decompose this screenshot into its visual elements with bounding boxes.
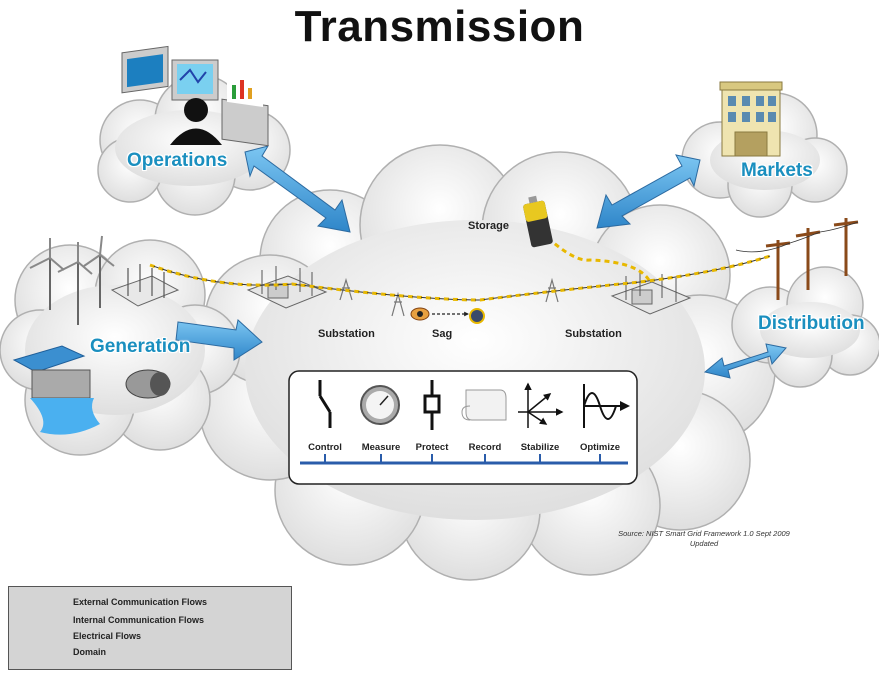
markets-building-icon <box>719 81 783 157</box>
operations-arrow <box>244 145 351 233</box>
sag-sensor-icon <box>410 307 485 324</box>
function-label-optimize: Optimize <box>579 442 621 453</box>
record-scroll-icon <box>461 389 507 421</box>
function-label-measure: Measure <box>361 442 401 453</box>
storage-label: Storage <box>468 220 509 232</box>
source-note: Source: NIST Smart Grid Framework 1.0 Se… <box>584 529 824 549</box>
turbine-generator-icon <box>125 369 171 399</box>
hydro-dam-icon <box>12 345 100 435</box>
control-switch-icon <box>318 380 332 428</box>
source-line-1: Source: NIST Smart Grid Framework 1.0 Se… <box>618 529 790 538</box>
function-label-record: Record <box>468 442 502 453</box>
legend-row-domain: Domain <box>15 645 285 661</box>
substation-left-label: Substation <box>318 328 375 340</box>
transmission-cloud <box>199 144 776 581</box>
markets-arrow <box>596 154 701 229</box>
distribution-poles-icon <box>735 218 859 300</box>
substation-right-label: Substation <box>565 328 622 340</box>
function-label-stabilize: Stabilize <box>520 442 560 453</box>
distribution-arrow <box>703 343 787 379</box>
legend-label-domain: Domain <box>73 647 107 657</box>
source-line-2: Updated <box>689 539 719 548</box>
wind-turbines-icon <box>29 235 115 325</box>
function-label-protect: Protect <box>415 442 449 453</box>
electrical-flows <box>149 236 771 302</box>
function-label-control: Control <box>308 442 342 453</box>
legend-label-electrical: Electrical Flows <box>73 631 142 641</box>
measure-gauge-icon <box>360 385 400 425</box>
markets-label: Markets <box>741 160 813 181</box>
sag-label: Sag <box>432 328 453 340</box>
storage-battery-icon <box>523 195 553 248</box>
operations-workstation-icon <box>121 45 269 147</box>
external-flow-arrows <box>175 145 787 379</box>
distribution-label: Distribution <box>758 313 865 334</box>
optimize-wave-icon <box>583 384 630 428</box>
operations-label: Operations <box>127 150 228 171</box>
stabilize-vector-icon <box>518 382 564 428</box>
power-plant-icon <box>110 264 180 307</box>
legend: External Communication Flows Internal Co… <box>8 586 292 670</box>
protect-fuse-icon <box>423 380 441 430</box>
generation-label: Generation <box>90 336 191 357</box>
legend-label-external: External Communication Flows <box>73 597 208 607</box>
page-title: Transmission <box>294 2 585 51</box>
substation-right-icon <box>610 272 692 315</box>
legend-label-internal: Internal Communication Flows <box>73 615 205 625</box>
transmission-towers-icon <box>339 277 559 317</box>
legend-row-external: External Communication Flows <box>15 595 285 611</box>
legend-row-electrical: Electrical Flows <box>15 629 285 645</box>
legend-row-internal: Internal Communication Flows <box>15 613 285 629</box>
generation-arrow <box>175 319 263 361</box>
